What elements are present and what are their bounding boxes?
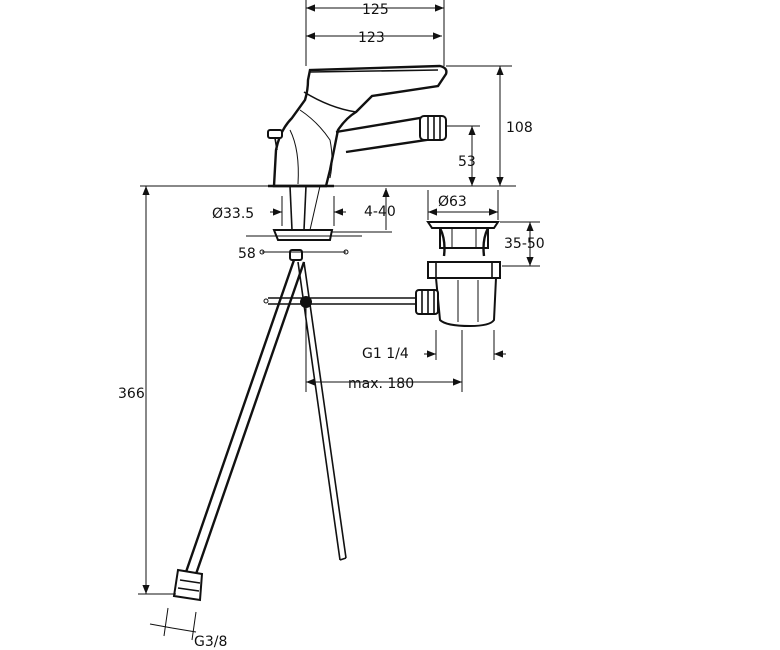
dimension-lines [138,0,540,641]
dim-hose-length: 366 [118,386,145,402]
dimension-labels: 125 123 108 53 Ø63 Ø33.5 4-40 35-50 58 G… [118,2,545,650]
dim-waste-thread: G1 1/4 [362,346,409,362]
dim-height-total: 108 [506,120,533,136]
waste-assembly [415,221,501,360]
horizontal-rod [263,296,420,308]
dim-rod-offset: 58 [238,246,256,262]
faucet-body [267,64,448,188]
dim-hose-thread: G3/8 [194,634,227,650]
dim-rod-max: max. 180 [348,376,414,392]
pull-rod [297,261,347,561]
dim-width-overall: 125 [362,2,389,18]
dim-waste-depth: 35-50 [504,236,545,252]
dim-width-spout: 123 [358,30,385,46]
dim-deck-thickness: 4-40 [364,204,396,220]
dim-waste-diameter: Ø63 [438,194,467,210]
dim-base-diameter: Ø33.5 [212,206,254,222]
flex-hose [172,259,306,602]
dim-height-outlet: 53 [458,154,476,170]
shank-assembly [246,185,362,261]
